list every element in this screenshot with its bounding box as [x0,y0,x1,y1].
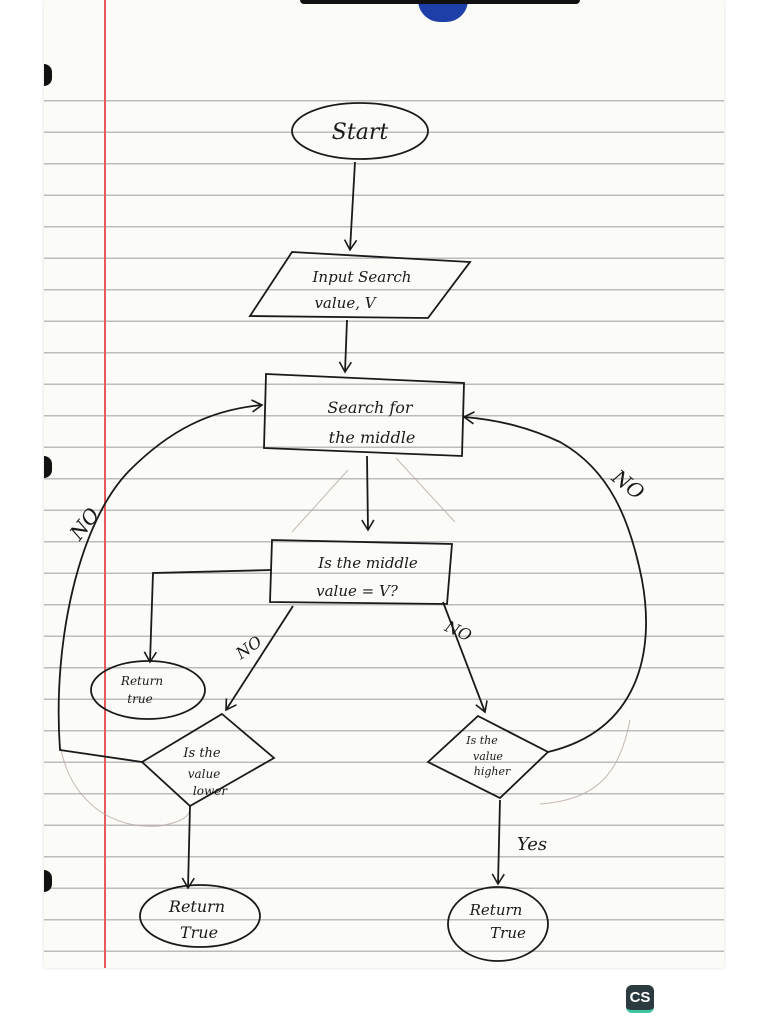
node-is-middle: Is the middle value = V? [269,539,453,605]
return-right-line2: True [490,924,526,942]
return-right-line1: Return [469,901,523,919]
edge-islower-loop-search [57,399,264,763]
return-left-line2: True [180,923,218,942]
binder-hole-2 [44,456,52,478]
label-no-right: NO [441,616,475,645]
edge-ishigher-loop-search [462,411,647,753]
node-return-true-small: Return true [90,660,206,720]
edge-start-input [343,161,358,252]
edges [57,161,647,890]
edge-search-ismiddle [361,455,375,532]
edge-ismiddle-returnsmall [143,569,273,664]
label-yes-right: Yes [517,834,547,855]
paper-header-blank [44,0,724,100]
label-no-right-loop: NO [607,464,649,504]
node-return-true-left: Return True [139,884,261,948]
search-label-line2: the middle [329,428,416,447]
input-label-line1: Input Search [312,268,412,286]
search-label-line1: Search for [327,398,414,417]
return-small-line1: Return [120,674,163,688]
is-lower-line3: lower [193,784,228,798]
node-search: Search for the middle [263,373,465,457]
binder-hole-3 [44,870,52,892]
return-small-line2: true [127,692,152,706]
start-label: Start [332,120,389,145]
notebook-paper [44,0,724,968]
is-higher-line3: higher [474,765,511,778]
margin-line [104,0,106,968]
top-shadow [300,0,580,4]
node-is-higher: Is the value higher [426,714,550,800]
input-label-line2: value, V [314,294,377,312]
label-no-left-loop: NO [64,503,104,545]
is-middle-line2: value = V? [316,582,399,600]
binder-hole-1 [44,64,52,86]
edge-islower-returnleft [181,805,195,890]
node-start: Start [291,102,429,160]
pen-cap-shape [418,0,468,22]
is-higher-line2: value [473,750,503,763]
camscanner-badge-icon: CS [626,985,654,1013]
is-lower-line2: value [188,767,221,781]
edge-ishigher-returnright [491,799,505,886]
pencil-traces [59,457,631,827]
edge-input-search [338,319,353,374]
node-is-lower: Is the value lower [140,712,276,808]
node-return-true-right: Return True [447,886,549,962]
label-no-left: NO [231,632,265,664]
node-input: Input Search value, V [248,251,472,319]
return-left-line1: Return [168,897,225,916]
is-lower-line1: Is the [182,746,221,761]
is-middle-line1: Is the middle [317,554,418,572]
edge-ismiddle-islower [225,605,294,712]
is-higher-line1: Is the [465,734,498,747]
edge-ismiddle-ishigher [442,601,488,714]
